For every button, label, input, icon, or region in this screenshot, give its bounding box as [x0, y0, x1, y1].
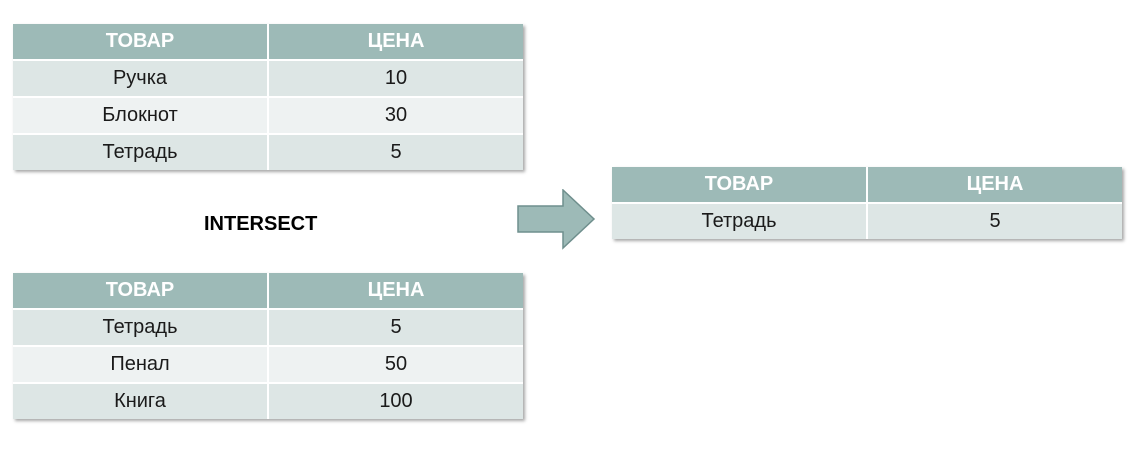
cell-tovar: Тетрадь [13, 309, 269, 347]
table-row: Пенал 50 [13, 346, 523, 384]
cell-tsena: 5 [268, 134, 523, 170]
cell-tovar: Книга [13, 383, 269, 419]
arrow-shape [517, 189, 596, 250]
cell-tovar: Пенал [13, 346, 269, 384]
cell-tovar: Тетрадь [13, 134, 269, 170]
operator-label: INTERSECT [204, 213, 318, 235]
table-row: Ручка 10 [13, 60, 523, 98]
table-result: ТОВАР ЦЕНА Тетрадь 5 [612, 167, 1122, 239]
cell-tsena: 10 [268, 60, 523, 98]
header-tsena: ЦЕНА [268, 24, 523, 61]
table-row: Тетрадь 5 [13, 309, 523, 347]
cell-tovar: Блокнот [13, 97, 269, 135]
table-header-row: ТОВАР ЦЕНА [13, 24, 523, 61]
table-header-row: ТОВАР ЦЕНА [612, 167, 1122, 204]
cell-tsena: 50 [268, 346, 523, 384]
table-row: Тетрадь 5 [612, 203, 1122, 239]
header-tsena: ЦЕНА [867, 167, 1122, 204]
cell-tsena: 30 [268, 97, 523, 135]
cell-tovar: Ручка [13, 60, 269, 98]
table-row: Блокнот 30 [13, 97, 523, 135]
header-tsena: ЦЕНА [268, 273, 523, 310]
table-first: ТОВАР ЦЕНА Ручка 10 Блокнот 30 Тетрадь 5 [13, 24, 523, 170]
cell-tovar: Тетрадь [612, 203, 868, 239]
table-second: ТОВАР ЦЕНА Тетрадь 5 Пенал 50 Книга 100 [13, 273, 523, 419]
table-row: Тетрадь 5 [13, 134, 523, 170]
header-tovar: ТОВАР [13, 24, 269, 61]
right-arrow-icon [517, 189, 596, 250]
table-header-row: ТОВАР ЦЕНА [13, 273, 523, 310]
header-tovar: ТОВАР [13, 273, 269, 310]
header-tovar: ТОВАР [612, 167, 868, 204]
cell-tsena: 5 [268, 309, 523, 347]
table-row: Книга 100 [13, 383, 523, 419]
cell-tsena: 5 [867, 203, 1122, 239]
cell-tsena: 100 [268, 383, 523, 419]
